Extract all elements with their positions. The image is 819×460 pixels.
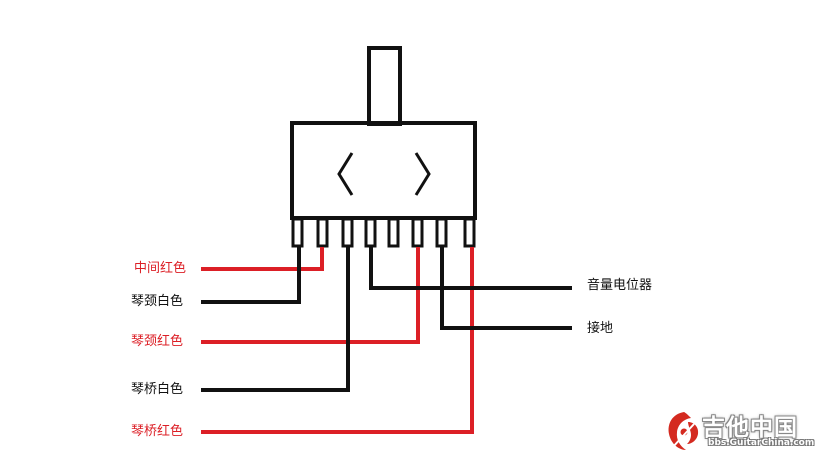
switch-pin-center bbox=[387, 217, 400, 248]
label-bridge-white: 琴桥白色 bbox=[131, 382, 184, 397]
wire-neck-red bbox=[201, 247, 324, 271]
label-bridge-red: 琴桥红色 bbox=[131, 424, 184, 439]
label-volume-pot: 音量电位器 bbox=[587, 278, 653, 293]
switch-body bbox=[290, 121, 477, 220]
switch-pin-4 bbox=[364, 217, 377, 248]
guitarchina-logo-icon bbox=[668, 412, 699, 450]
switch-pin-2 bbox=[316, 217, 329, 248]
knob-mark-left bbox=[337, 152, 354, 196]
switch-shaft bbox=[367, 46, 402, 126]
switch-pin-7 bbox=[463, 217, 476, 248]
wire-bridge-white bbox=[201, 247, 350, 392]
switch-pin-1 bbox=[291, 217, 304, 248]
switch-pin-6 bbox=[435, 217, 448, 248]
wire-neck-white bbox=[201, 247, 301, 304]
watermark: 吉他中国 bbs.GuitarChina.com bbox=[664, 406, 816, 456]
switch-pin-3 bbox=[341, 217, 354, 248]
watermark-url: bbs.GuitarChina.com bbox=[708, 438, 815, 448]
label-neck-red-2: 琴颈红色 bbox=[131, 334, 184, 349]
label-neck-white: 琴颈白色 bbox=[131, 294, 184, 309]
switch-pin-5 bbox=[411, 217, 424, 248]
wire-bridge-red bbox=[201, 247, 474, 434]
label-ground: 接地 bbox=[587, 321, 614, 336]
wire-ground bbox=[440, 247, 572, 330]
wire-neck-red-2 bbox=[201, 247, 420, 344]
wire-volume-pot bbox=[369, 247, 572, 290]
watermark-title: 吉他中国 bbox=[702, 415, 798, 441]
label-neck-red: 中间红色 bbox=[134, 261, 187, 276]
knob-mark-right bbox=[414, 152, 431, 196]
